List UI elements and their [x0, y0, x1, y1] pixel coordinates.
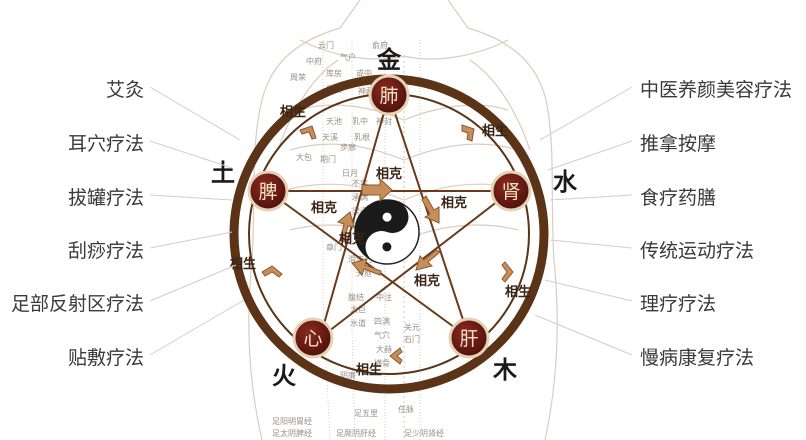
organ-node-heart: 心 [292, 317, 334, 359]
acupoint-label: 大包 [296, 152, 312, 162]
generate-arrow-2 [501, 261, 514, 283]
organ-node-kidney: 肾 [490, 170, 532, 212]
restrain-arrow-2 [421, 195, 440, 224]
generate-label-1: 相生 [280, 104, 306, 120]
acupoint-label: 俞府 [372, 40, 388, 50]
acupoint-label: 横骨 [374, 358, 390, 368]
restrain-label-4: 相克 [339, 231, 365, 247]
acupoint-label: 或中 [356, 68, 372, 78]
left-therapy-6: 贴敷疗法 [67, 347, 144, 369]
restrain-label-5: 相克 [311, 200, 337, 216]
acupoint-label: 神封 [376, 116, 392, 126]
acupoint-label: 足五里 [354, 409, 378, 418]
acupoint-label: 足少阴肾经 [404, 428, 444, 438]
acupoint-label: 任脉 [398, 404, 414, 414]
acupoint-label: 乳根 [354, 132, 370, 142]
acupoint-label: 神藏 [358, 86, 374, 96]
leader-lines [149, 86, 633, 356]
organ-label-heart: 心 [303, 328, 322, 350]
acupoint-label: 梁门 [352, 206, 368, 216]
acupoint-label: 中府 [306, 56, 322, 66]
generate-arrow-4 [261, 265, 283, 278]
restrain-arrow-5 [336, 211, 355, 243]
restrain-arrow-1 [361, 177, 393, 203]
acupoint-label: 不容 [352, 178, 368, 188]
right-therapy-6: 慢病康复疗法 [640, 347, 755, 369]
acupoint-label: 气户 [340, 52, 356, 62]
acupoint-label: 乳中 [352, 116, 368, 126]
acupoint-label: 关元 [404, 322, 420, 332]
element-metal: 金 [376, 46, 402, 74]
acupoint-label: 足厥阴肝经 [336, 428, 376, 438]
element-water: 水 [553, 168, 578, 196]
acupoint-label: 腹结 [348, 292, 364, 302]
right-therapy-1: 中医养颜美容疗法 [640, 79, 793, 101]
organ-label-lung: 肺 [379, 85, 398, 107]
acupoint-label: 章门 [326, 242, 342, 252]
right-therapy-5: 理疗疗法 [640, 293, 717, 315]
restrain-label-3: 相克 [414, 273, 440, 289]
generate-arrows [261, 124, 514, 365]
acupoint-label: 云门 [318, 40, 334, 50]
acupoint-label: 大赫 [376, 344, 392, 354]
generate-arrow-3 [389, 347, 403, 365]
element-labels: 金 水 木 火 土 [211, 46, 578, 390]
left-therapy-3: 拔罐疗法 [67, 187, 144, 209]
organ-label-spleen: 脾 [258, 181, 277, 203]
organ-node-liver: 肝 [448, 317, 490, 359]
right-therapy-2: 推拿按摩 [640, 133, 717, 155]
left-therapy-1: 艾灸 [105, 79, 144, 101]
acupoint-label: 中注 [376, 292, 392, 302]
organ-label-kidney: 肾 [501, 181, 520, 203]
acupoint-label: 足阳明胃经 [272, 416, 312, 426]
acupoint-label: 天枢 [356, 268, 372, 278]
element-wood: 木 [492, 356, 518, 384]
acupoint-label: 日月 [342, 169, 358, 178]
generate-label-4: 相生 [356, 362, 382, 378]
acupoint-label: 库房 [326, 68, 342, 78]
generate-label-3: 相生 [505, 284, 531, 300]
acupoint-label: 天溪 [322, 132, 338, 142]
restrain-arrow-3 [415, 249, 441, 271]
taiji-icon [354, 199, 420, 265]
organ-node-lung: 肺 [368, 74, 410, 116]
left-therapy-2: 耳穴疗法 [67, 133, 144, 155]
generate-label-5: 相生 [230, 256, 256, 272]
right-therapy-3: 食疗药膳 [640, 187, 717, 209]
restrain-label-2: 相克 [441, 195, 467, 211]
acupoint-label: 石门 [404, 334, 420, 344]
acupoint-label: 周荣 [290, 72, 306, 82]
acupoint-label: 步廊 [340, 142, 356, 152]
generate-arrow-5 [299, 125, 317, 140]
acupoint-label: 气穴 [374, 330, 390, 340]
generate-arrow-1 [461, 124, 475, 142]
acupoint-label: 阴廉 [340, 370, 356, 380]
acupoint-label: 期门 [320, 154, 336, 164]
element-earth: 土 [211, 159, 235, 187]
acupoint-label: 水道 [350, 318, 366, 328]
generate-label-2: 相生 [482, 123, 508, 139]
left-therapy-4: 刮痧疗法 [67, 240, 144, 262]
element-fire: 火 [272, 362, 296, 390]
relation-labels: 相生 相生 相生 相生 相生 相克 相克 相克 相克 相克 [230, 104, 531, 378]
left-therapy-5: 足部反射区疗法 [10, 293, 144, 315]
restrain-arrows [336, 177, 441, 277]
acupoint-label: 足太阴脾经 [272, 428, 312, 438]
restrain-label-1: 相克 [376, 166, 402, 182]
acupoint-label: 天池 [326, 116, 342, 126]
organ-label-liver: 肝 [459, 328, 478, 350]
organ-node-spleen: 脾 [247, 170, 289, 212]
right-therapy-4: 传统运动疗法 [640, 240, 755, 262]
restrain-arrow-4 [351, 258, 382, 277]
acupoint-label: 四满 [374, 316, 390, 326]
